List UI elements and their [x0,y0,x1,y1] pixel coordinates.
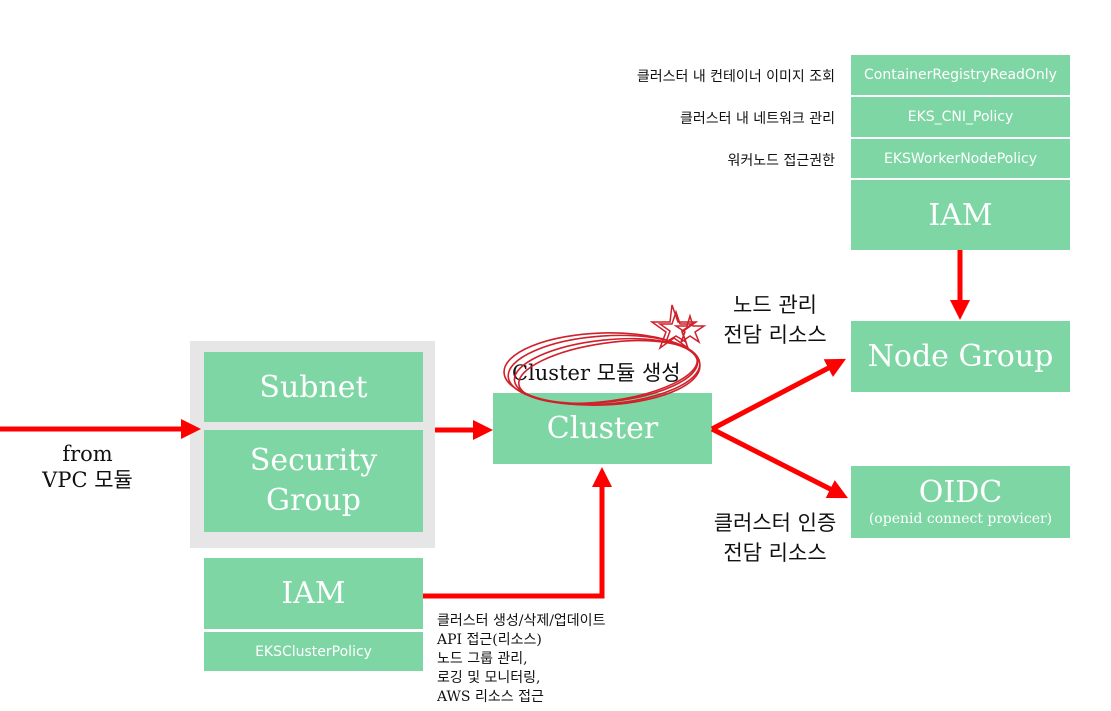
cluster-iam-description: 클러스터 생성/삭제/업데이트 API 접근(리소스) 노드 그룹 관리, 로깅… [437,612,605,707]
cluster-iam-desc-line: AWS 리소스 접근 [437,689,544,705]
arrow-cluster-to-nodegroup [710,358,846,432]
subnet-box: Subnet [204,352,423,422]
policy-description-worker: 워커노드 접근권한 [727,153,836,169]
cluster-policy-box: EKSClusterPolicy [204,632,423,671]
iam-top-box: IAM [851,180,1070,250]
oidc-caption: 클러스터 인증 전담 리소스 [700,508,850,568]
policy-description-cni: 클러스터 내 네트워크 관리 [679,111,835,127]
oidc-box: OIDC (openid connect provicer) [851,466,1070,538]
arrow-iam-to-cluster [423,467,612,599]
policy-box-worker: EKSWorkerNodePolicy [851,139,1070,178]
cluster-iam-desc-line: 노드 그룹 관리, [437,651,528,667]
oidc-caption-line1: 클러스터 인증 [713,511,837,535]
node-group-box: Node Group [851,321,1070,392]
from-vpc-line1: from [62,442,113,466]
oidc-caption-line2: 전담 리소스 [723,541,827,565]
iam-bottom-box: IAM [204,558,423,629]
oidc-sublabel: (openid connect provicer) [868,511,1053,527]
cluster-box: Cluster [493,393,712,464]
security-group-line1: Security [249,443,378,478]
cluster-annotation: Cluster 모듈 생성 [512,361,681,385]
arrow-cluster-to-oidc [710,426,849,499]
policy-box-cni: EKS_CNI_Policy [851,97,1070,137]
from-vpc-line2: VPC 모듈 [42,468,133,492]
from-vpc-label: from VPC 모듈 [30,441,145,493]
scribble-stars [649,304,707,351]
oidc-label: OIDC [918,475,1003,510]
cluster-iam-desc-line: 로깅 및 모니터링, [437,670,541,686]
node-group-caption-line2: 전담 리소스 [723,323,827,347]
cluster-iam-desc-line: 클러스터 생성/삭제/업데이트 [437,613,606,629]
policy-description-registry: 클러스터 내 컨테이너 이미지 조회 [636,69,835,85]
cluster-iam-desc-line: API 접근(리소스) [437,632,542,648]
node-group-caption-line1: 노드 관리 [733,293,817,317]
node-group-caption: 노드 관리 전담 리소스 [710,290,840,350]
policy-box-registry: ContainerRegistryReadOnly [851,55,1070,95]
security-group-box: Security Group [204,430,423,532]
scribble-circle [503,332,701,406]
security-group-line2: Group [266,483,361,518]
